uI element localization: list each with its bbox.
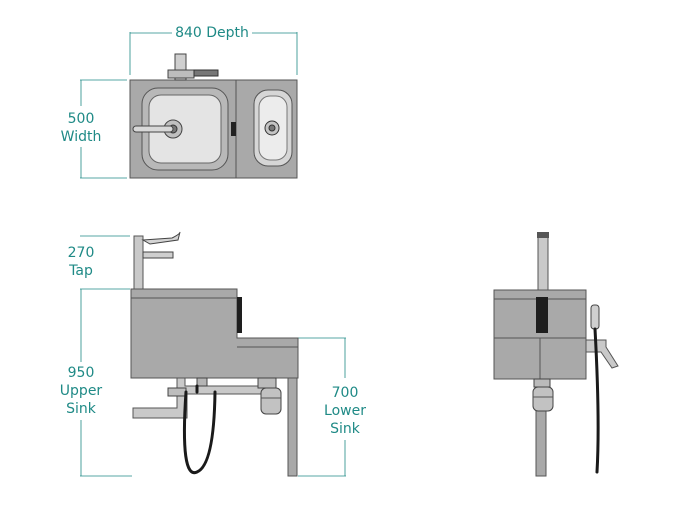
tap-lever-front	[141, 231, 181, 245]
width-value: 500	[68, 111, 95, 127]
tap-value: 270	[68, 245, 95, 261]
lower-word2: Sink	[330, 421, 361, 437]
side-trap	[532, 386, 554, 412]
lower-value: 700	[332, 385, 359, 401]
side-slot	[536, 297, 548, 333]
tap-word: Tap	[68, 263, 93, 279]
tap-top	[174, 53, 187, 81]
depth-label: 840 Depth	[175, 25, 249, 41]
top-slot	[231, 122, 236, 136]
side-spray-head	[590, 304, 600, 330]
trap	[260, 387, 282, 415]
front-body	[130, 288, 299, 379]
tap-body-front	[133, 235, 144, 290]
tap-lever-top	[132, 125, 174, 133]
trap-top	[257, 377, 277, 389]
lower-word1: Lower	[324, 403, 366, 419]
front-view: 270 Tap 950 Upper Sink 700 Lower Sink	[60, 231, 366, 477]
width-word: Width	[61, 129, 102, 145]
top-view: 840 Depth 500 Width	[61, 25, 298, 179]
side-hose	[593, 327, 600, 474]
top-hose-fitting	[193, 69, 219, 77]
side-tap	[537, 235, 549, 291]
side-lever	[585, 339, 619, 369]
front-hose	[182, 384, 217, 475]
upper-word1: Upper	[60, 383, 103, 399]
upper-word2: Sink	[66, 401, 97, 417]
upper-value: 950	[68, 365, 95, 381]
front-leg	[287, 377, 298, 477]
front-slot	[237, 297, 242, 333]
tap-spout-front	[142, 251, 174, 259]
side-view	[493, 232, 619, 477]
